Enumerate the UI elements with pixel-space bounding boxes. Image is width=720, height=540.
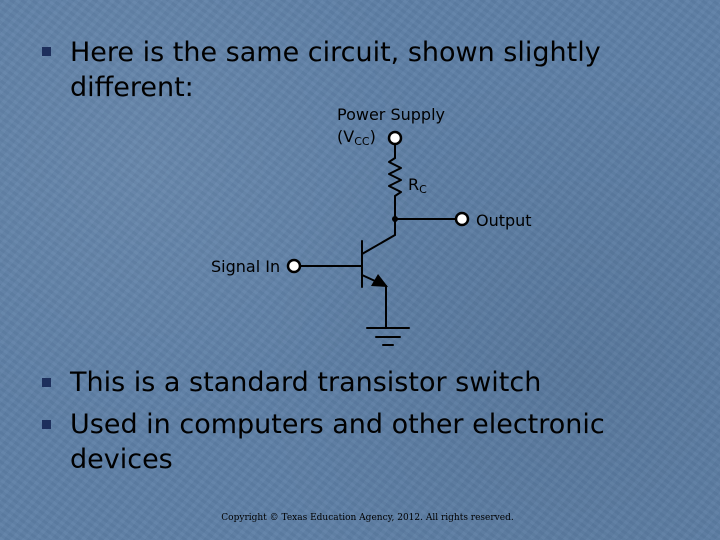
signal-in-terminal [286,258,302,274]
collector-lead [361,234,396,255]
copyright-notice: Copyright © Texas Education Agency, 2012… [221,513,514,523]
rc-subscript: C [419,183,427,196]
bullet-text-transistor-switch: This is a standard transistor switch [70,367,542,398]
output-label: Output [476,211,532,230]
bullet-text-circuit-intro: Here is the same circuit, shown slightly… [70,37,601,103]
bullet-marker [42,378,51,387]
vcc-label: (VCC) [337,127,376,148]
junction-dot [392,216,398,222]
output-terminal [454,211,470,227]
bullet-marker [42,420,51,429]
signal-in-label: Signal In [211,257,281,276]
vcc-subscript: CC [354,135,370,148]
vcc-terminal [387,130,403,146]
power-supply-label: Power Supply [337,105,445,124]
emitter-arrow-icon [371,274,388,287]
vcc-open: (V [337,127,355,146]
rc-label: RC [408,175,427,196]
rc-main: R [408,175,420,194]
bullet-marker [42,47,51,56]
bullet-text-usage: Used in computers and other electronic d… [70,409,605,475]
vcc-close: ) [369,127,376,146]
resistor-rc [388,157,402,197]
